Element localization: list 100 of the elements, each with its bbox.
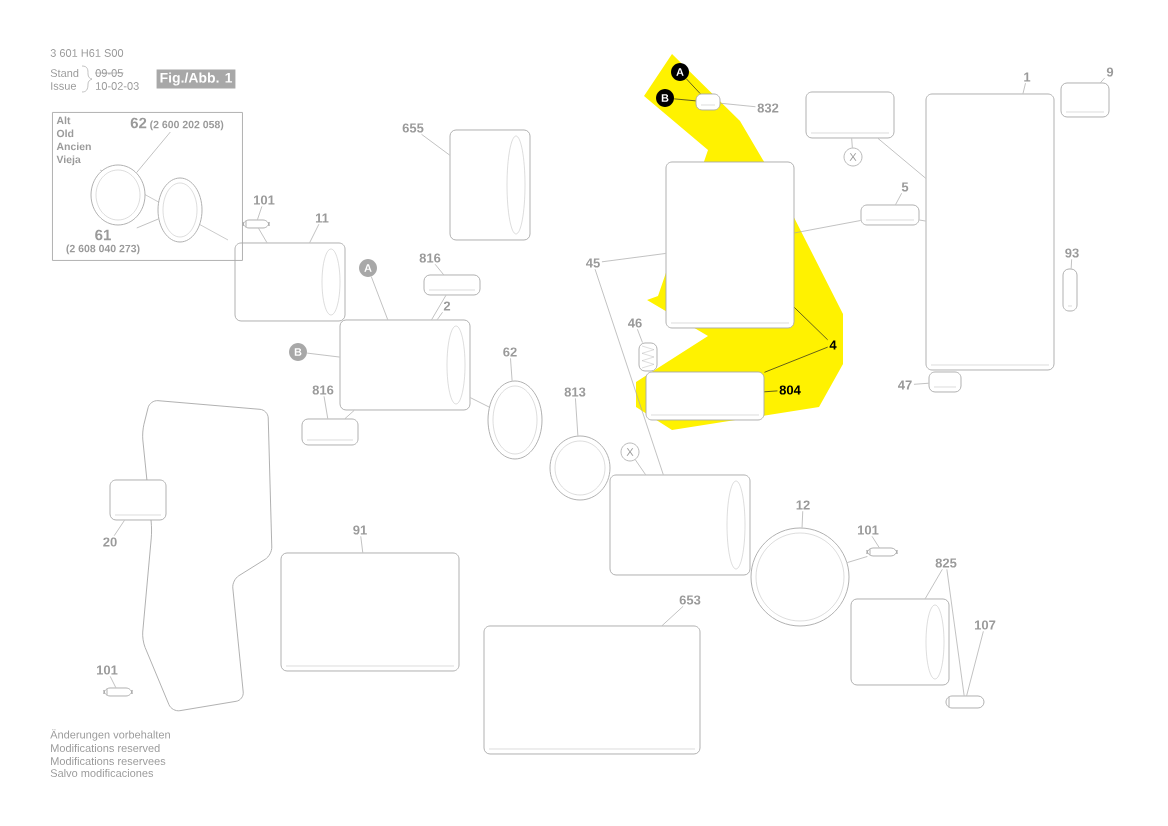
leader-line — [421, 133, 450, 156]
callout-number: 813 — [564, 387, 586, 397]
spring-drawing — [638, 342, 658, 372]
leader-line — [946, 568, 965, 696]
leader-line — [306, 352, 340, 358]
note-text: Änderungen vorbehalten — [50, 729, 170, 741]
callout-number: 816 — [312, 385, 334, 395]
ring-gear-drawing — [549, 435, 611, 501]
note-text: Modifications reservees — [51, 756, 166, 766]
callout-number: 47 — [898, 380, 912, 390]
leader-line — [637, 328, 643, 343]
leader-line — [661, 605, 684, 626]
end-cap-drawing — [234, 242, 346, 322]
callout-number: 5 — [901, 182, 909, 192]
callout-number: 2 — [443, 301, 451, 311]
cover-drawing — [805, 91, 895, 139]
leader-line — [594, 268, 664, 475]
leader-line — [1070, 258, 1072, 269]
bit-drawing — [1062, 268, 1078, 312]
leader-line — [913, 382, 929, 385]
callout-badge: A — [359, 259, 377, 277]
callout-number: 107 — [975, 620, 996, 630]
callout-badge: X — [620, 442, 640, 462]
leader-line — [1022, 82, 1026, 94]
wire-connector-drawing — [695, 93, 721, 111]
chuck-drawing — [850, 598, 950, 686]
callout-number: 46 — [628, 318, 642, 328]
plate-drawing — [645, 371, 765, 421]
sleeve-drawing — [449, 129, 531, 241]
callout-number: 62 (2 600 202 058) — [130, 117, 224, 131]
brush-holder-drawing — [301, 418, 359, 446]
leader-line — [871, 535, 880, 548]
leader-line — [801, 510, 804, 528]
leader-line — [510, 357, 513, 382]
leader-line — [136, 218, 159, 229]
callout-number: 101 — [254, 195, 275, 205]
switch-module-drawing — [665, 161, 795, 329]
ring-drawing — [157, 177, 203, 243]
assembly-line — [470, 397, 490, 408]
callout-number: 20 — [103, 537, 117, 547]
motor-drawing — [339, 319, 471, 411]
leader-line — [309, 223, 320, 243]
note-text: 3 601 H61 S00 — [50, 49, 124, 57]
leader-line — [764, 390, 778, 393]
callout-number: 832 — [757, 103, 779, 113]
leader-line — [601, 253, 666, 263]
assembly-line — [344, 410, 355, 419]
callout-number: 4 — [829, 340, 837, 350]
leader-line — [673, 98, 696, 102]
callout-number: 62 — [503, 347, 517, 357]
callout-number: 45 — [586, 258, 600, 268]
callout-number: 91 — [353, 525, 367, 535]
screw-drawing — [866, 547, 898, 557]
callout-number: 825 — [935, 558, 957, 568]
screw-drawing — [242, 219, 270, 229]
note-text: 10-02-03 — [96, 82, 139, 90]
ring-drawing — [90, 164, 146, 226]
callout-number: 655 — [402, 123, 424, 133]
note-text: Salvo modificaciones — [50, 768, 154, 778]
label-plate-drawing — [1060, 82, 1110, 118]
callout-number: 9 — [1106, 67, 1114, 77]
callout-number: 816 — [419, 253, 441, 263]
leader-line — [720, 102, 756, 108]
note-text: Issue — [51, 82, 76, 90]
callout-badge: X — [843, 147, 863, 167]
callout-number: 61 (2 608 040 273) — [66, 229, 140, 255]
ring-drawing — [487, 380, 543, 460]
assembly-line — [431, 295, 447, 320]
leader-line — [136, 131, 171, 173]
callout-number: 101 — [858, 525, 879, 535]
assembly-line — [258, 228, 268, 243]
callout-number: 93 — [1065, 248, 1079, 258]
leader-line — [851, 138, 853, 148]
leader-line — [966, 630, 984, 696]
callout-number: 804 — [779, 385, 801, 395]
leader-line — [437, 311, 443, 320]
screw-drawing — [945, 695, 985, 709]
leader-line — [360, 535, 364, 553]
cover-ring-drawing — [750, 527, 850, 627]
leader-line — [113, 520, 125, 537]
assembly-line — [919, 219, 926, 222]
note-text: Modifications reserved — [51, 743, 160, 753]
gearbox-drawing — [609, 474, 751, 576]
leader-line — [109, 675, 117, 688]
leader-line — [685, 78, 701, 94]
callout-number: 1 — [1024, 72, 1031, 82]
assembly-line — [846, 556, 868, 563]
callout-number: 12 — [796, 500, 810, 510]
assembly-line — [794, 220, 861, 234]
callout-badge: B — [289, 343, 307, 361]
leader-line — [764, 346, 829, 373]
callout-badge: A — [671, 63, 689, 81]
callout-number: 653 — [679, 595, 701, 605]
figure-tag: Fig./Abb. 1 — [156, 69, 236, 89]
charger-drawing — [483, 625, 701, 755]
leader-line — [257, 205, 263, 220]
leader-line — [323, 395, 329, 419]
struck-date: 09-05 — [94, 69, 124, 77]
battery-drawing — [280, 552, 460, 672]
housing-drawing — [925, 93, 1055, 371]
